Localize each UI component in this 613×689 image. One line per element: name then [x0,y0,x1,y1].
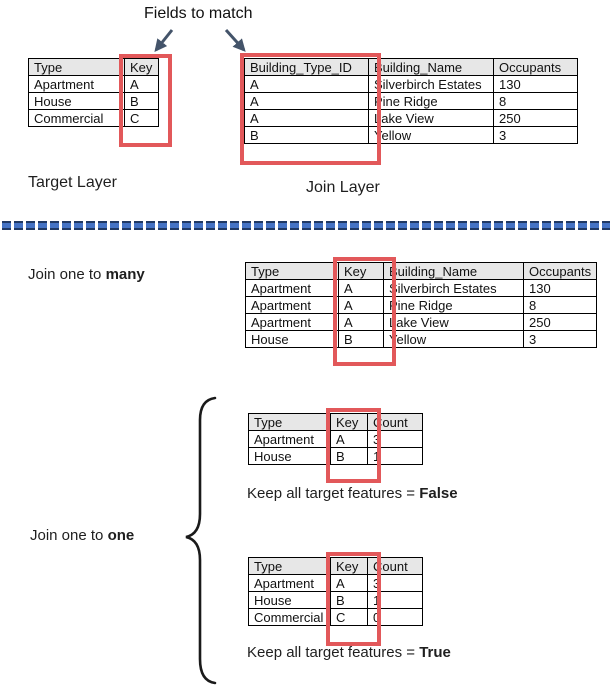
one-to-one-true-table: Type Key Count Apartment A 3 House B 1 C… [248,557,423,626]
one-to-one-false-table: Type Key Count Apartment A 3 House B 1 [248,413,423,465]
table-cell: Lake View [383,313,524,331]
down-right-arrow-icon [224,28,246,52]
column-header: Occupants [493,58,578,76]
table-cell: 8 [522,296,598,314]
column-header: Building_Name [368,58,494,76]
keep-false-bold: False [419,485,458,502]
keep-true-prefix: Keep all target features = [247,644,420,661]
table-header-row: Type Key [28,58,159,76]
fields-to-match-arrows [154,28,246,52]
fields-to-match-label: Fields to match [144,5,253,22]
keep-false-caption: Keep all target features = False [247,485,458,502]
keep-true-bold: True [419,644,451,661]
table-row: B Yellow 3 [244,126,578,144]
table-row: Apartment A 3 [248,430,423,448]
table-cell: 250 [522,313,598,331]
table-cell: Pine Ridge [368,92,494,110]
join-one-to-one-bold: one [107,527,135,544]
keep-true-caption: Keep all target features = True [247,644,451,661]
table-row: A Lake View 250 [244,109,578,127]
table-cell: Yellow [383,330,524,348]
table-cell: House [248,591,331,609]
table-cell: Pine Ridge [383,296,524,314]
table-header-row: Type Key Count [248,413,423,431]
table-row: Apartment A Pine Ridge 8 [245,296,598,314]
table-cell: Yellow [368,126,494,144]
table-cell: Apartment [28,75,125,93]
join-layer-label: Join Layer [306,179,380,196]
table-cell: 250 [493,109,578,127]
table-row: Apartment A [28,75,159,93]
key-column-highlight [333,257,396,366]
building-type-id-column-highlight [240,53,381,165]
table-cell: House [248,447,331,465]
table-header-row: Type Key Building_Name Occupants [245,262,598,280]
table-cell: 3 [522,330,598,348]
table-cell: C [330,608,368,626]
table-cell: Silverbirch Estates [368,75,494,93]
table-cell: 0 [367,608,423,626]
table-header-row: Building_Type_ID Building_Name Occupants [244,58,578,76]
table-row: House B 1 [248,447,423,465]
join-layer-table: Building_Type_ID Building_Name Occupants… [244,58,578,144]
table-row: Commercial C 0 [248,608,423,626]
column-header: Type [28,58,125,76]
column-header: Occupants [522,262,598,280]
column-header: Building_Name [383,262,524,280]
column-header: Type [245,262,339,280]
target-layer-label: Target Layer [28,174,117,191]
key-column-highlight [326,552,381,646]
section-divider [2,221,610,230]
column-header: Type [248,413,331,431]
table-cell: Silverbirch Estates [383,279,524,297]
table-cell: Apartment [245,279,339,297]
table-header-row: Type Key Count [248,557,423,575]
join-one-to-one-label: Join one to one [30,527,134,544]
table-cell: 130 [522,279,598,297]
table-cell: C [124,109,159,127]
table-cell: 1 [367,447,423,465]
join-one-to-many-label: Join one to many [28,266,145,283]
table-row: House B 1 [248,591,423,609]
table-cell: 8 [493,92,578,110]
join-one-to-many-prefix: Join one to [28,266,106,283]
column-header: Type [248,557,331,575]
table-cell: Apartment [248,574,331,592]
column-header: Key [124,58,159,76]
table-cell: Commercial [248,608,331,626]
table-cell: Apartment [245,313,339,331]
table-row: Apartment A 3 [248,574,423,592]
table-cell: Commercial [28,109,125,127]
table-cell: 130 [493,75,578,93]
table-row: Apartment A Silverbirch Estates 130 [245,279,598,297]
table-row: Commercial C [28,109,159,127]
table-cell: House [28,92,125,110]
table-row: Apartment A Lake View 250 [245,313,598,331]
table-cell: 3 [493,126,578,144]
one-to-many-result-table: Type Key Building_Name Occupants Apartme… [245,262,598,348]
curly-brace-icon [185,396,217,685]
join-one-to-many-bold: many [105,266,145,283]
down-left-arrow-icon [154,29,174,52]
table-cell: House [245,330,339,348]
keep-false-prefix: Keep all target features = [247,485,420,502]
table-row: A Silverbirch Estates 130 [244,75,578,93]
target-layer-table: Type Key Apartment A House B Commercial … [28,58,159,127]
join-one-to-one-prefix: Join one to [30,527,108,544]
key-column-highlight [119,54,172,147]
table-row: House B Yellow 3 [245,330,598,348]
key-column-highlight [326,408,381,483]
table-row: House B [28,92,159,110]
table-cell: Apartment [245,296,339,314]
table-cell: Lake View [368,109,494,127]
table-cell: Apartment [248,430,331,448]
